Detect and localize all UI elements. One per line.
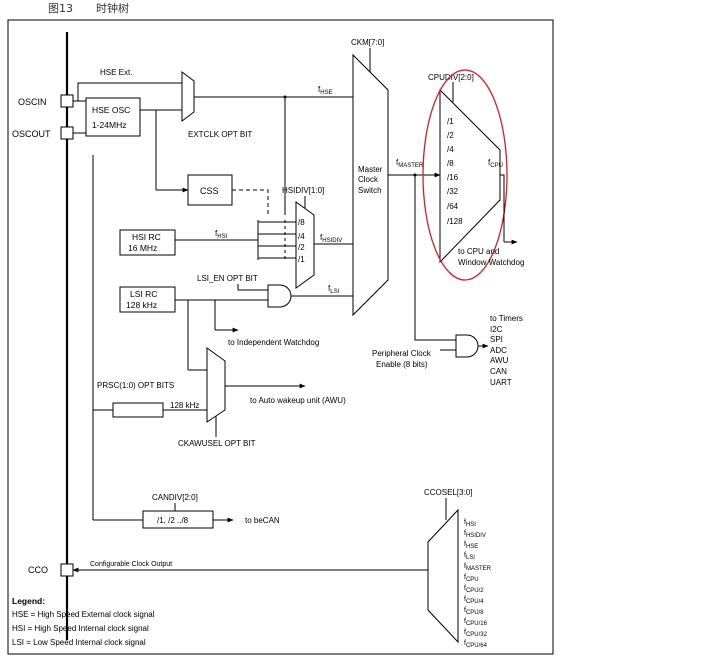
cco-pin	[60, 563, 74, 577]
fhse-label: fHSE	[318, 85, 333, 96]
cco-label: CCO	[28, 565, 48, 575]
hsidiv-opt-1: /1	[298, 255, 305, 264]
lsi-rc-line1: LSI RC	[130, 289, 157, 299]
css-block	[187, 174, 233, 206]
master-switch-line1: Master	[358, 165, 383, 174]
cco-input-10: fCPU/32	[464, 629, 488, 638]
css-dashed-link	[232, 189, 269, 215]
cpudiv-opt-128: /128	[447, 217, 463, 226]
lsi-rc-block	[119, 286, 176, 313]
prsc-block	[112, 402, 164, 418]
lsi-and-gate	[267, 284, 292, 308]
to-cpu-line2: Window Watchdog	[458, 258, 524, 267]
to-cpu-line1: to CPU and	[458, 247, 499, 256]
extclk-mux	[181, 71, 195, 122]
figure-title: 时钟树	[96, 1, 129, 15]
prsc-label: PRSC(1:0) OPT BITS	[97, 381, 174, 390]
hsi-rc-line1: HSI RC	[132, 232, 161, 242]
diagram-frame	[7, 19, 554, 655]
hsi-rc-line2: 16 MHz	[128, 243, 157, 253]
periph-clock-line2: Enable (8 bits)	[376, 360, 428, 369]
cco-input-3: fLSI	[464, 552, 475, 561]
extclk-label: EXTCLK OPT BIT	[188, 130, 252, 139]
periph-target-1: I2C	[490, 325, 503, 334]
cpudiv-opt-16: /16	[447, 173, 459, 182]
hsidiv-opt-2: /2	[298, 243, 305, 252]
cpudiv-opt-4: /4	[447, 145, 454, 154]
hsidiv-mux	[295, 201, 315, 289]
cco-output-label: Configurable Clock Output	[90, 561, 172, 568]
cco-input-6: fCPU/2	[464, 585, 484, 594]
oscin-label: OSCIN	[18, 97, 47, 107]
legend-item-hse: HSE = High Speed External clock signal	[12, 610, 155, 619]
hsidiv-label: HSIDIV[1:0]	[282, 186, 324, 195]
ccosel-mux	[427, 508, 459, 644]
cpudiv-opt-64: /64	[447, 202, 459, 211]
cco-input-0: fHSI	[464, 519, 476, 528]
fcpu-label: fCPU	[488, 158, 503, 169]
cpudiv-mux	[439, 88, 501, 264]
ccosel-label: CCOSEL[3:0]	[424, 488, 472, 497]
cpudiv-highlight	[422, 69, 508, 281]
master-switch-line3: Switch	[358, 186, 382, 195]
freq-128k-label: 128 kHz	[170, 401, 199, 410]
cco-input-list: fHSI fHSIDIV fHSE fLSI fMASTER fCPU fCPU…	[464, 519, 492, 649]
ckawusel-label: CKAWUSEL OPT BIT	[178, 439, 256, 448]
periph-clock-line1: Peripheral Clock	[372, 349, 432, 358]
oscin-pin	[60, 94, 74, 108]
periph-target-5: CAN	[490, 367, 507, 376]
ckm-label: CKM[7:0]	[351, 38, 384, 47]
cpudiv-opt-1: /1	[447, 117, 454, 126]
cpudiv-label: CPUDIV[2:0]	[428, 73, 474, 82]
cco-input-2: fHSE	[464, 541, 478, 550]
candiv-box-label: /1, /2 ../8	[157, 516, 189, 525]
hse-osc-line1: HSE OSC	[92, 105, 130, 115]
cco-input-9: fCPU/16	[464, 618, 488, 627]
fmaster-label: fMASTER	[396, 158, 424, 169]
cco-input-4: fMASTER	[464, 563, 492, 572]
hse-osc-block	[85, 97, 141, 137]
cpudiv-opt-2: /2	[447, 131, 454, 140]
cpudiv-opt-32: /32	[447, 187, 459, 196]
cco-input-7: fCPU/4	[464, 596, 484, 605]
lsi-en-label: LSI_EN OPT BIT	[197, 274, 258, 283]
periph-target-6: UART	[490, 378, 512, 387]
master-clock-switch	[352, 53, 389, 317]
hsi-rc-block	[119, 229, 176, 256]
legend-item-hsi: HSI = High Speed Internal clock signal	[12, 624, 149, 633]
to-awu-label: to Auto wakeup unit (AWU)	[250, 396, 346, 405]
periph-target-4: AWU	[490, 356, 509, 365]
fhsidiv-label: fHSIDIV	[320, 233, 342, 244]
periph-target-0: to Timers	[490, 314, 523, 323]
oscout-pin	[60, 126, 74, 140]
legend-item-lsi: LSI = Low Speed Internal clock signal	[12, 638, 146, 647]
hse-ext-label: HSE Ext.	[100, 68, 132, 77]
legend-title: Legend:	[12, 596, 45, 606]
hsidiv-opt-4: /4	[298, 232, 305, 241]
cpudiv-opt-8: /8	[447, 159, 454, 168]
oscout-label: OSCOUT	[12, 129, 51, 139]
hsidiv-opt-8: /8	[298, 218, 305, 227]
hse-osc-line2: 1-24MHz	[92, 120, 126, 130]
cco-input-5: fCPU	[464, 574, 479, 583]
candiv-label: CANDIV[2:0]	[152, 493, 198, 502]
periph-target-3: ADC	[490, 346, 507, 355]
legend: Legend: HSE = High Speed External clock …	[12, 596, 155, 647]
to-iwdg-label: to Independent Watchdog	[228, 338, 319, 347]
ckawusel-mux	[206, 347, 226, 423]
master-switch-line2: Clock	[358, 175, 379, 184]
cco-input-8: fCPU/8	[464, 607, 484, 616]
peripheral-and-gate	[455, 334, 479, 358]
css-label: CSS	[200, 186, 219, 196]
to-becan-label: to beCAN	[245, 516, 280, 525]
flsi-label: fLSI	[328, 284, 340, 295]
lsi-rc-line2: 128 kHz	[126, 300, 157, 310]
periph-target-2: SPI	[490, 335, 503, 344]
cco-input-1: fHSIDIV	[464, 530, 486, 539]
fhsi-label: fHSI	[215, 229, 228, 240]
figure-number: 图13	[48, 2, 73, 15]
cco-input-11: fCPU/64	[464, 640, 488, 649]
